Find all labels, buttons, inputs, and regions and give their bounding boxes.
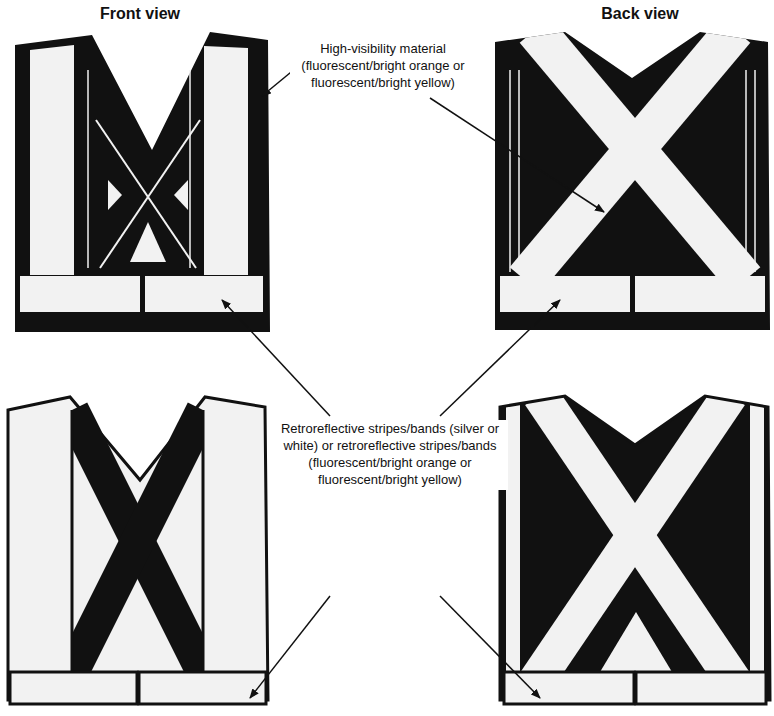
material-callout: High-visibility material (fluorescent/br…: [290, 40, 476, 93]
back-vest-dark: [495, 30, 770, 330]
leader-arrows: [222, 68, 604, 698]
front-vest-dark: [15, 32, 270, 332]
material-callout: Retroreflective stripes/bands (silver or…: [272, 420, 508, 490]
view-heading: Front view: [60, 4, 220, 25]
view-heading: Back view: [560, 4, 720, 25]
front-vest-reflective: [8, 397, 268, 704]
back-vest-reflective: [500, 395, 770, 704]
